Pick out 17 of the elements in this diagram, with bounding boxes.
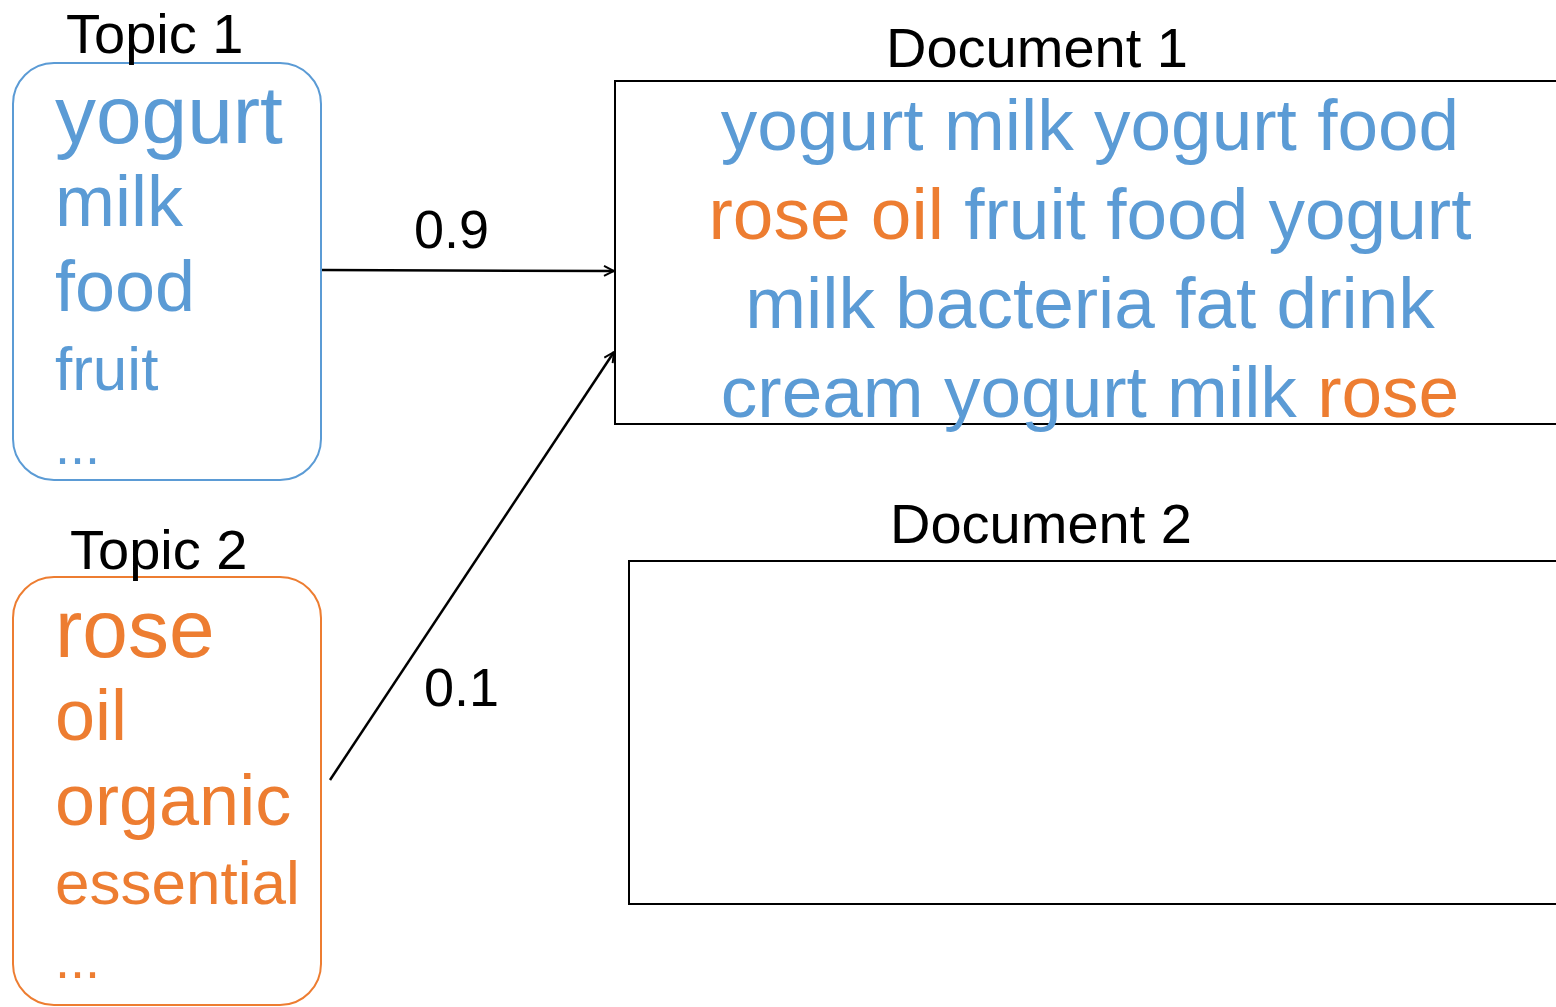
arrow [328, 351, 616, 781]
topic-title: Topic 1 [66, 4, 244, 64]
topic-word: ... [55, 928, 101, 991]
topic-word: oil [55, 674, 129, 757]
topic-word: organic [55, 759, 293, 842]
topic-word: milk [55, 160, 184, 243]
topic-title: Topic 2 [70, 520, 248, 580]
topic-word: fruit [55, 333, 160, 405]
topic-word: food [55, 245, 197, 328]
topic-word: yogurt [55, 72, 283, 158]
topic-word: ... [55, 414, 101, 477]
topic-word: rose [55, 586, 216, 672]
document-title: Document 1 [886, 18, 1188, 78]
arrow [322, 264, 615, 277]
document-text: yogurt milk yogurt food rose oil fruit food yogurt milk bacteria fat drink cream yogurt milk rose [707, 83, 1473, 434]
document-title: Document 2 [890, 494, 1192, 554]
topic-word: essential [55, 847, 300, 919]
